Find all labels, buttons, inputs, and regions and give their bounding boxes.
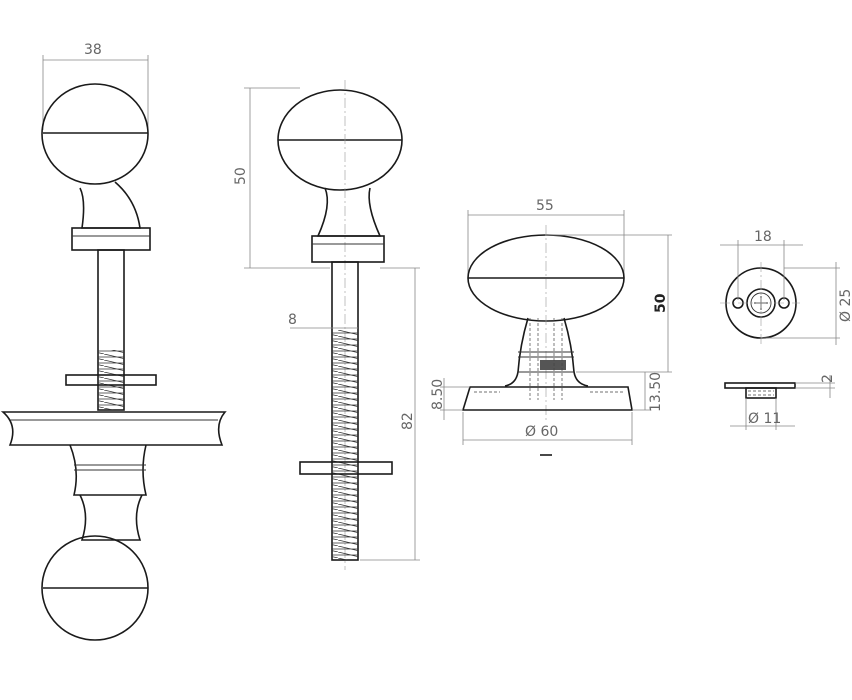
boss-diameter-dimension-11: Ø 11 bbox=[748, 411, 781, 427]
spindle-dimension-8: 8 bbox=[288, 312, 297, 328]
height-dimension-50: 50 bbox=[233, 167, 249, 185]
hole-spacing-dimension-18: 18 bbox=[754, 229, 772, 245]
knob-side-view: 50 8 82 bbox=[233, 80, 420, 570]
rose-diameter-dimension-60: Ø 60 bbox=[525, 424, 558, 440]
width-dimension-55: 55 bbox=[536, 198, 554, 214]
rose-thickness-dimension-8-50: 8.50 bbox=[430, 379, 446, 410]
rose-diameter-dimension-25: Ø 25 bbox=[838, 289, 852, 322]
knob-front-view: 55 50 13.50 8.50 Ø 60 bbox=[430, 198, 672, 456]
height-dimension-50: 50 bbox=[653, 293, 669, 313]
width-dimension-38: 38 bbox=[84, 42, 102, 58]
full-assembly-view: 38 bbox=[0, 42, 227, 641]
thickness-dimension-2: 2 bbox=[820, 374, 836, 383]
neck-dimension-13-50: 13.50 bbox=[648, 372, 664, 412]
rose-detail-view: 18 Ø 25 2 Ø 11 bbox=[720, 229, 852, 430]
length-dimension-82: 82 bbox=[400, 412, 416, 430]
